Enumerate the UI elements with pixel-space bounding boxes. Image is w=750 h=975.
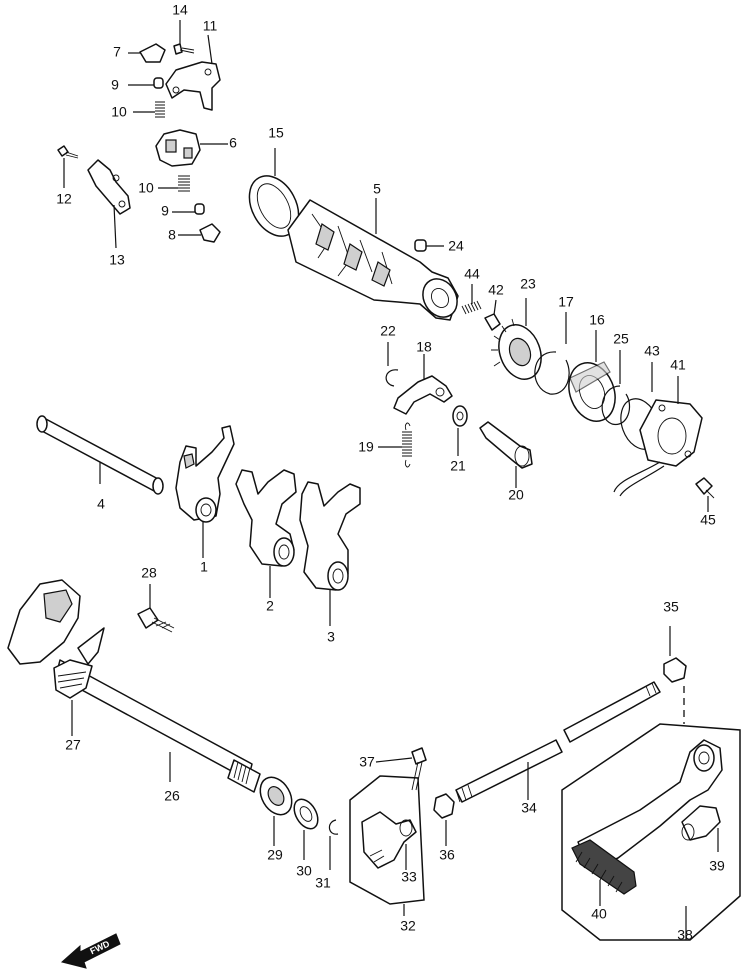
callout-13: 13 [109, 252, 125, 268]
part-3-shape [299, 481, 361, 591]
part-45-shape [695, 477, 713, 495]
part-17-shape [534, 351, 570, 395]
callout-19: 19 [358, 439, 374, 455]
callout-12: 12 [56, 191, 72, 207]
callout-10a: 10 [111, 104, 127, 120]
callout-42: 42 [488, 282, 504, 298]
callout-17: 17 [558, 294, 574, 310]
part-22-shape [385, 369, 399, 387]
callout-44: 44 [464, 266, 480, 282]
part-9b-shape [194, 203, 205, 215]
callout-36: 36 [439, 847, 455, 863]
callout-35: 35 [663, 599, 679, 615]
part-38-lever [577, 739, 723, 871]
part-38-box [561, 723, 741, 941]
part-10b-shape [178, 175, 190, 192]
callout-37: 37 [359, 754, 375, 770]
part-31-shape [328, 819, 339, 835]
callout-39: 39 [709, 858, 725, 874]
part-39-shape [681, 805, 721, 841]
callout-22: 22 [380, 323, 396, 339]
part-27-shape [53, 659, 93, 699]
callout-45: 45 [700, 512, 716, 528]
callout-8: 8 [168, 227, 176, 243]
part-42-shape [484, 313, 501, 331]
part-32-box [349, 775, 425, 905]
callout-6: 6 [229, 135, 237, 151]
part-30-shape [293, 798, 319, 830]
callout-43: 43 [644, 343, 660, 359]
part-8-shape [199, 223, 221, 243]
callout-26: 26 [164, 788, 180, 804]
part-12-shape [57, 145, 69, 157]
part-1-shape [175, 425, 235, 521]
part-34-shape [455, 739, 563, 803]
part-36-shape [433, 793, 455, 819]
callout-34: 34 [521, 800, 537, 816]
callout-38: 38 [677, 927, 693, 943]
callout-28: 28 [141, 565, 157, 581]
callout-2: 2 [266, 598, 274, 614]
part-11-shape [165, 61, 221, 111]
part-9a-shape [153, 77, 164, 89]
part-14-shape [173, 43, 183, 55]
callout-31: 31 [315, 875, 331, 891]
part-6-shape [155, 129, 201, 167]
callout-25: 25 [613, 331, 629, 347]
callout-14: 14 [172, 2, 188, 18]
callout-32: 32 [400, 918, 416, 934]
part-7-shape [139, 43, 166, 63]
callout-21: 21 [450, 458, 466, 474]
callout-11: 11 [203, 18, 218, 34]
callout-23: 23 [520, 276, 536, 292]
callout-16: 16 [589, 312, 605, 328]
part-19-shape [402, 431, 412, 457]
callout-15: 15 [268, 125, 284, 141]
callout-29: 29 [267, 847, 283, 863]
part-10a-shape [155, 101, 165, 118]
callout-18: 18 [416, 339, 432, 355]
callout-9b: 9 [161, 203, 169, 219]
part-37-shape [411, 747, 427, 765]
callout-33: 33 [401, 869, 417, 885]
callout-7: 7 [113, 44, 121, 60]
forward-arrow-icon: FWD [60, 933, 121, 969]
part-25-shape [601, 385, 631, 425]
part-33-shape [361, 811, 417, 869]
part-20-shape [479, 421, 533, 469]
part-13-shape [87, 159, 131, 215]
callout-41: 41 [670, 357, 686, 373]
part-21-shape [452, 405, 468, 427]
callout-9a: 9 [111, 77, 119, 93]
callout-24: 24 [448, 238, 464, 254]
callout-3: 3 [327, 629, 335, 645]
callout-30: 30 [296, 863, 312, 879]
callout-10b: 10 [138, 180, 154, 196]
part-40-shape [571, 839, 637, 895]
part-41-shape [639, 399, 703, 467]
callout-27: 27 [65, 737, 81, 753]
callout-5: 5 [373, 181, 381, 197]
callout-20: 20 [508, 487, 524, 503]
part-18-shape [393, 375, 453, 415]
part-44-shape [461, 300, 482, 315]
callout-1: 1 [200, 559, 208, 575]
part-26-shape [7, 579, 81, 665]
callout-4: 4 [97, 496, 105, 512]
part-35-shape [663, 657, 687, 683]
part-24-shape [414, 239, 427, 252]
callout-40: 40 [591, 906, 607, 922]
